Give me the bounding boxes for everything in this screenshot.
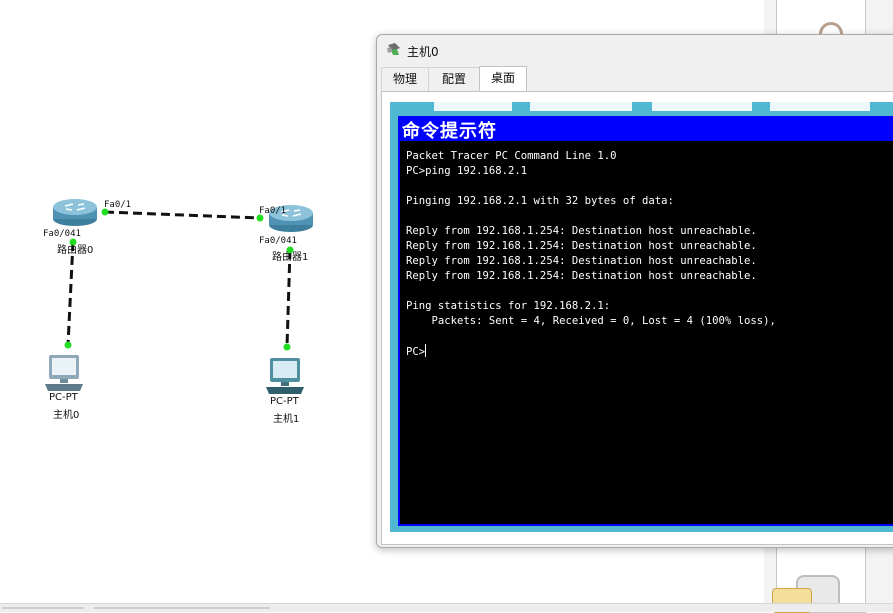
link-router0-router1[interactable] bbox=[104, 210, 261, 220]
desktop-app-bar bbox=[390, 102, 893, 111]
console-line: Reply from 192.168.1.254: Destination ho… bbox=[406, 270, 757, 282]
host0-window[interactable]: 主机0 物理 配置 桌面 命令提示符 Packet Tracer PC Comm… bbox=[376, 34, 893, 548]
desktop-app-button[interactable] bbox=[770, 102, 870, 111]
tab-desktop[interactable]: 桌面 bbox=[479, 66, 527, 92]
port-label: Fa0/1 bbox=[104, 200, 132, 210]
window-title: 主机0 bbox=[407, 45, 439, 59]
pc-0[interactable] bbox=[44, 354, 84, 392]
port-dot bbox=[64, 341, 72, 349]
router-icon bbox=[269, 205, 313, 232]
link-router1-pc1[interactable] bbox=[285, 249, 292, 348]
port-dot bbox=[286, 246, 294, 254]
pc-icon bbox=[45, 355, 83, 391]
scroll-segment bbox=[2, 607, 84, 609]
tab-config[interactable]: 配置 bbox=[428, 67, 480, 91]
console-line: Reply from 192.168.1.254: Destination ho… bbox=[406, 255, 757, 267]
port-label: Fa0/041 bbox=[43, 229, 81, 239]
port-dot bbox=[283, 343, 291, 351]
console-line: Reply from 192.168.1.254: Destination ho… bbox=[406, 225, 757, 237]
desktop-app-button[interactable] bbox=[530, 102, 632, 111]
console-line: Reply from 192.168.1.254: Destination ho… bbox=[406, 240, 757, 252]
desktop-tab-body: 命令提示符 Packet Tracer PC Command Line 1.0 … bbox=[381, 91, 893, 545]
window-titlebar[interactable]: 主机0 bbox=[377, 35, 893, 65]
desktop-app-button[interactable] bbox=[434, 102, 512, 111]
console-output[interactable]: Packet Tracer PC Command Line 1.0 PC>pin… bbox=[406, 149, 893, 360]
console-line: Packet Tracer PC Command Line 1.0 bbox=[406, 150, 617, 162]
packet-tracer-icon bbox=[387, 43, 400, 55]
router-1[interactable] bbox=[268, 203, 314, 233]
desktop-area: 命令提示符 Packet Tracer PC Command Line 1.0 … bbox=[390, 102, 893, 532]
cmd-titlebar: 命令提示符 bbox=[400, 116, 893, 142]
port-dot bbox=[256, 214, 264, 222]
port-label: Fa0/041 bbox=[259, 236, 297, 246]
console-prompt: PC> bbox=[406, 346, 426, 358]
link-router0-pc0[interactable] bbox=[66, 241, 75, 346]
router-1-label: 路由器1 bbox=[272, 252, 309, 263]
console-line: Pinging 192.168.2.1 with 32 bytes of dat… bbox=[406, 195, 674, 207]
pc-0-model: PC-PT bbox=[49, 392, 78, 403]
command-prompt-window[interactable]: 命令提示符 Packet Tracer PC Command Line 1.0 … bbox=[398, 116, 893, 526]
pc-0-label: 主机0 bbox=[53, 410, 80, 421]
router-0-label: 路由器0 bbox=[57, 245, 94, 256]
port-dot bbox=[101, 208, 109, 216]
pc-1-model: PC-PT bbox=[270, 396, 299, 407]
router-0[interactable] bbox=[52, 197, 98, 227]
console-line: Ping statistics for 192.168.2.1: bbox=[406, 300, 611, 312]
tab-physical[interactable]: 物理 bbox=[381, 67, 429, 91]
pc-1-label: 主机1 bbox=[273, 414, 300, 425]
port-dot bbox=[69, 238, 77, 246]
pc-icon bbox=[266, 358, 304, 394]
console-lines: Packet Tracer PC Command Line 1.0 PC>pin… bbox=[406, 150, 776, 327]
desktop-app-button[interactable] bbox=[652, 102, 752, 111]
router-icon bbox=[53, 199, 97, 226]
scroll-segment bbox=[94, 607, 270, 609]
pc-1[interactable] bbox=[265, 357, 305, 395]
port-label: Fa0/1 bbox=[259, 206, 287, 216]
console-line: Packets: Sent = 4, Received = 0, Lost = … bbox=[431, 315, 776, 327]
text-cursor bbox=[425, 344, 427, 357]
bottom-scrollbar[interactable] bbox=[0, 603, 893, 612]
console-line: PC>ping 192.168.2.1 bbox=[406, 165, 528, 177]
cmd-title: 命令提示符 bbox=[402, 121, 497, 142]
